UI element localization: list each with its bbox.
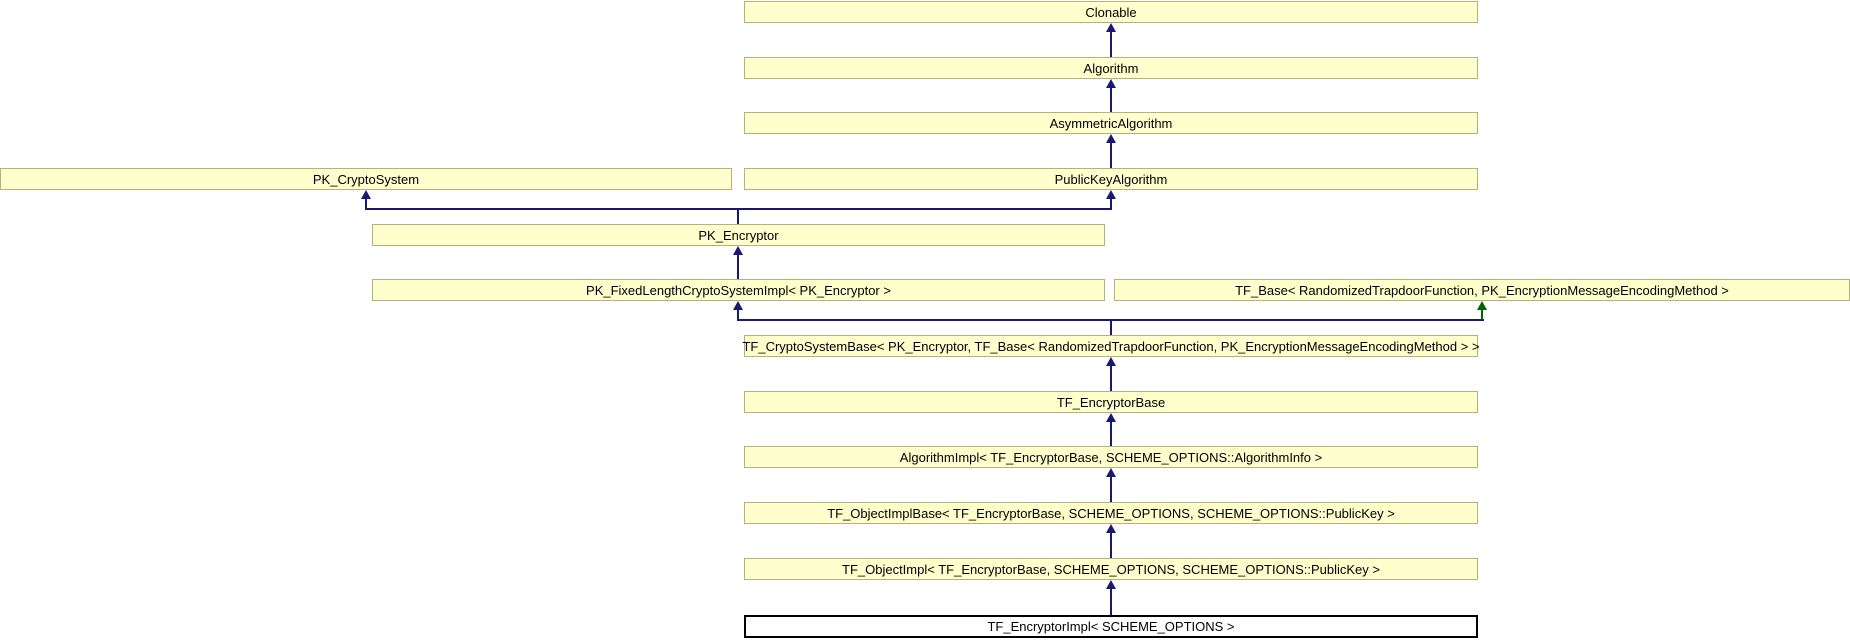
inheritance-arrowhead [1106, 580, 1116, 589]
inheritance-arrowhead [1106, 190, 1116, 199]
class-node-pk-encryptor[interactable]: PK_Encryptor [372, 224, 1105, 246]
class-node-pk-cryptosystem[interactable]: PK_CryptoSystem [0, 168, 732, 190]
class-node-tf-object-impl[interactable]: TF_ObjectImpl< TF_EncryptorBase, SCHEME_… [744, 558, 1478, 580]
class-node-pk-fixed-length-cryptosystem-impl[interactable]: PK_FixedLengthCryptoSystemImpl< PK_Encry… [372, 279, 1105, 301]
class-node-tf-object-impl-base[interactable]: TF_ObjectImplBase< TF_EncryptorBase, SCH… [744, 502, 1478, 524]
class-node-tf-encryptor-impl-current: TF_EncryptorImpl< SCHEME_OPTIONS > [744, 615, 1478, 638]
inheritance-arrow-line [737, 309, 739, 320]
protected-inheritance-arrow-line [1481, 309, 1483, 320]
inheritance-arrow-stub [737, 209, 739, 224]
inheritance-arrow-line [1110, 476, 1112, 502]
class-node-tf-encryptor-base[interactable]: TF_EncryptorBase [744, 391, 1478, 413]
inheritance-arrowhead [1106, 524, 1116, 533]
inheritance-arrowhead [733, 301, 743, 310]
inheritance-arrowhead [1106, 134, 1116, 143]
inheritance-arrowhead [733, 246, 743, 255]
inheritance-arrow-line [1110, 365, 1112, 391]
inheritance-arrow-line [1110, 142, 1112, 168]
inheritance-arrow-line [737, 254, 739, 279]
class-node-public-key-algorithm[interactable]: PublicKeyAlgorithm [744, 168, 1478, 190]
class-node-algorithm-impl[interactable]: AlgorithmImpl< TF_EncryptorBase, SCHEME_… [744, 446, 1478, 468]
inheritance-arrowhead [1106, 468, 1116, 477]
inheritance-arrowhead [361, 190, 371, 199]
class-node-asymmetric-algorithm[interactable]: AsymmetricAlgorithm [744, 112, 1478, 134]
inheritance-arrow-line [1110, 532, 1112, 558]
inheritance-arrowhead [1106, 357, 1116, 366]
inheritance-arrow-branch [737, 319, 1484, 321]
inheritance-arrow-line [365, 198, 367, 209]
inheritance-arrow-line [1110, 87, 1112, 112]
inheritance-arrow-branch [365, 208, 1112, 210]
class-node-algorithm[interactable]: Algorithm [744, 57, 1478, 79]
inheritance-arrow-line [1110, 421, 1112, 446]
class-node-tf-cryptosystem-base[interactable]: TF_CryptoSystemBase< PK_Encryptor, TF_Ba… [742, 335, 1480, 357]
inheritance-arrow-line [1110, 198, 1112, 209]
inheritance-arrowhead [1106, 79, 1116, 88]
inheritance-arrow-line [1110, 588, 1112, 615]
inheritance-arrow-stub [1110, 320, 1112, 335]
class-node-tf-base[interactable]: TF_Base< RandomizedTrapdoorFunction, PK_… [1114, 279, 1850, 301]
protected-inheritance-arrowhead [1477, 301, 1487, 310]
inheritance-arrowhead [1106, 413, 1116, 422]
class-node-clonable[interactable]: Clonable [744, 1, 1478, 23]
inheritance-arrowhead [1106, 23, 1116, 32]
inheritance-arrow-line [1110, 31, 1112, 57]
